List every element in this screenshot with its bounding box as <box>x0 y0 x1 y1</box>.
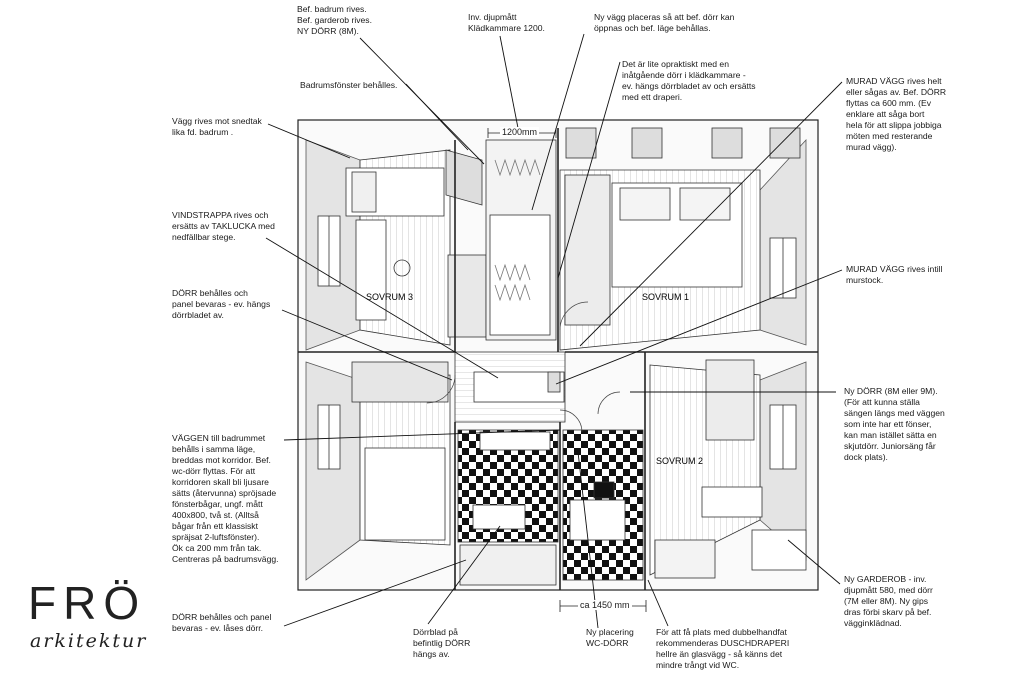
room-label-sovrum-1: SOVRUM 1 <box>642 292 689 302</box>
room-label-sovrum-3: SOVRUM 3 <box>366 292 413 302</box>
note-badrumsfonster: Badrumsfönster behålles. <box>300 80 398 90</box>
note-inv-djupmatt: Inv. djupmått Klädkammare 1200. <box>468 12 545 33</box>
bathroom <box>457 429 644 586</box>
door-swings <box>426 301 621 433</box>
note-vagg-snedtak: Vägg rives mot snedtak lika fd. badrum . <box>172 116 262 137</box>
note-ny-vagg: Ny vägg placeras så att bef. dörr kan öp… <box>594 12 735 33</box>
note-murad-vagg-2: MURAD VÄGG rives intill murstock. <box>846 264 943 285</box>
note-murad-vagg-1: MURAD VÄGG rives helt eller sågas av. Be… <box>846 76 947 152</box>
dimension-top: 1200mm <box>500 127 540 137</box>
dimension-bottom: ca 1450 mm <box>578 600 632 610</box>
note-dorr-panel: DÖRR behålles och panel bevaras - ev. hä… <box>172 288 271 320</box>
note-dorr-panel-2: DÖRR behålles och panel bevaras - ev. lå… <box>172 612 272 633</box>
brand-logo-sub: arkitektur <box>30 630 148 652</box>
note-dubbelhandfat: För att få plats med dubbelhandfat rekom… <box>656 627 790 670</box>
walk-in-closet <box>445 139 557 341</box>
sovrum-2 <box>649 359 807 579</box>
room-label-sovrum-2: SOVRUM 2 <box>656 456 703 466</box>
sovrum-3 <box>317 149 487 346</box>
leader-lines <box>265 33 843 629</box>
corridor <box>454 351 566 423</box>
note-ny-dorr: Ny DÖRR (8M eller 9M). (För att kunna st… <box>844 386 945 462</box>
note-bef-badrum: Bef. badrum rives. Bef. garderob rives. … <box>297 4 372 36</box>
note-vaggen-badrum: VÄGGEN till badrummet behålls i samma lä… <box>172 433 279 564</box>
lower-left-room <box>317 361 451 546</box>
note-vindstrappa: VINDSTRAPPA rives och ersätts av TAKLUCK… <box>172 210 275 242</box>
note-ny-placering: Ny placering WC-DÖRR <box>586 627 634 648</box>
note-ny-garderob: Ny GARDEROB - inv. djupmått 580, med dör… <box>844 574 933 628</box>
note-dorrblad: Dörrblad på befintlig DÖRR hängs av. <box>413 627 471 659</box>
brand-logo-name: FRÖ <box>28 577 147 629</box>
note-opraktiskt: Det är lite opraktiskt med en inåtgående… <box>622 59 756 102</box>
